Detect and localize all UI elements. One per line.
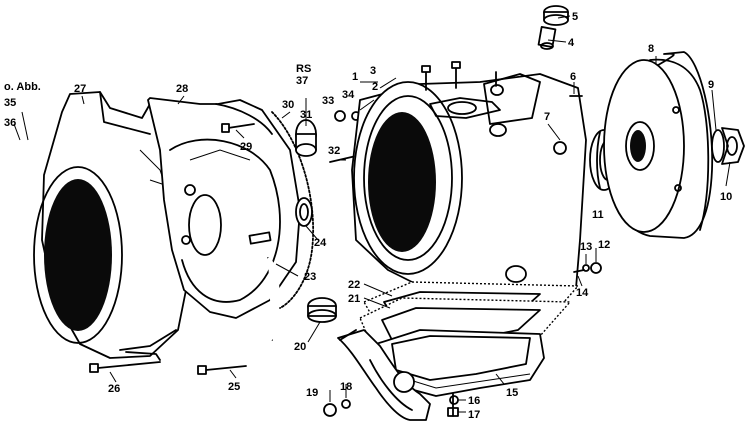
callout-12: 12 (598, 239, 610, 251)
callout-21: 21 (348, 293, 360, 305)
callout-10: 10 (720, 191, 732, 203)
seal-part (295, 197, 313, 227)
callout-30: 30 (282, 99, 294, 111)
callout-5: 5 (572, 11, 578, 23)
flywheel-part (603, 51, 714, 239)
callout-20: 20 (294, 341, 306, 353)
bushing-part (295, 119, 317, 157)
callout-14: 14 (576, 287, 589, 299)
callout-24: 24 (314, 237, 327, 249)
callout-9: 9 (708, 79, 714, 91)
callout-2: 2 (372, 81, 378, 93)
oil-filler-pipe-part (307, 297, 431, 421)
callout-4: 4 (568, 37, 575, 49)
callout-36: 36 (4, 117, 16, 129)
stud-bolt-part (329, 110, 361, 163)
crankcase-part (351, 61, 587, 303)
long-bolts-part (89, 361, 247, 375)
callout-1: 1 (352, 71, 358, 83)
note-label: o. Abb. (4, 81, 41, 93)
callout-11: 11 (592, 209, 604, 221)
callout-31: 31 (300, 109, 312, 121)
callout-27: 27 (74, 83, 86, 95)
callout-23: 23 (304, 271, 316, 283)
callout-34: 34 (342, 89, 355, 101)
callout-18: 18 (340, 381, 352, 393)
callout-25: 25 (228, 381, 240, 393)
callout-19: 19 (306, 387, 318, 399)
callout-26: 26 (108, 383, 120, 395)
bolt-part (221, 123, 255, 133)
callout-32: 32 (328, 145, 340, 157)
callout-rs: RS (296, 63, 311, 75)
gasket-ring-part (271, 111, 315, 309)
callout-8: 8 (648, 43, 654, 55)
callout-3: 3 (370, 65, 376, 77)
callout-35: 35 (4, 97, 16, 109)
callout-22: 22 (348, 279, 360, 291)
callout-16: 16 (468, 395, 480, 407)
callout-17: 17 (468, 409, 480, 421)
fan-shroud-part (33, 91, 193, 361)
drain-bolt-part (573, 262, 602, 274)
callout-13: 13 (580, 241, 592, 253)
callout-7: 7 (544, 111, 550, 123)
tube-part (248, 231, 280, 342)
breather-cap-part (537, 5, 569, 50)
callout-33: 33 (322, 95, 334, 107)
callout-labels: o. Abb. 35 36 27 28 29 30 RS 37 31 33 34… (4, 11, 732, 421)
callout-15: 15 (506, 387, 518, 399)
leader-lines (13, 15, 731, 413)
flywheel-nut-part (711, 127, 745, 165)
callout-6: 6 (570, 71, 576, 83)
fan-housing-part (147, 97, 301, 319)
callout-28: 28 (176, 83, 188, 95)
callout-37: 37 (296, 75, 308, 87)
callout-29: 29 (240, 141, 252, 153)
